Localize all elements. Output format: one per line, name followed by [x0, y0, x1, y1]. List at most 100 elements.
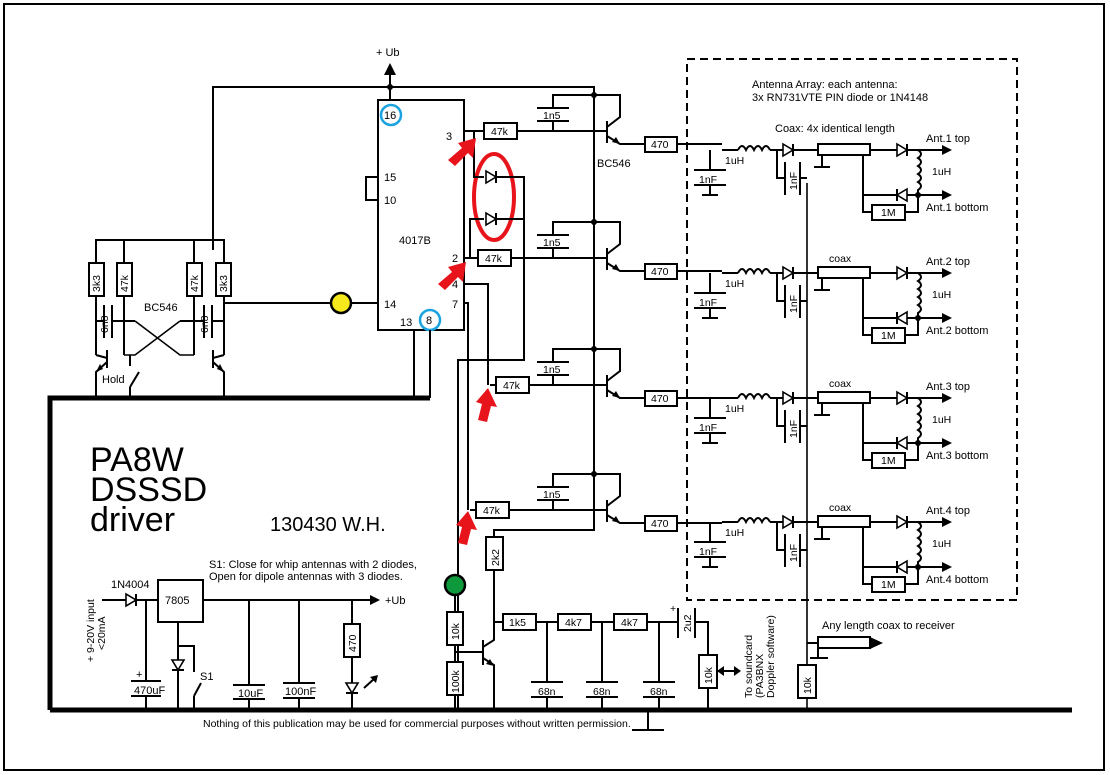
supply-arrow	[384, 63, 396, 75]
led-resistor-label: 470	[347, 634, 359, 652]
rx-arrow	[870, 637, 883, 649]
coil-label: 1uH	[932, 166, 951, 178]
pin-10: 10	[384, 195, 396, 207]
cap-10uf-label: 10uF	[238, 688, 263, 700]
svg-text:47k: 47k	[119, 274, 131, 292]
coax-label: coax	[829, 253, 852, 265]
coax-label: coax	[829, 502, 852, 514]
ground-bus-left	[47, 395, 430, 710]
hold-switch[interactable]	[129, 371, 140, 388]
shunt-cap-label: 1nF	[699, 422, 717, 434]
transistor-label: BC546	[597, 158, 631, 170]
vcc-rail	[212, 86, 595, 495]
title-line-3: driver	[90, 501, 175, 539]
pin-diode	[782, 142, 795, 158]
cap-plus: +	[136, 669, 142, 681]
coax	[817, 143, 871, 156]
pin-13: 13	[400, 317, 412, 329]
series-cap-label: 1nF	[788, 295, 800, 313]
svg-text:68n: 68n	[538, 686, 556, 698]
inductor-label: 1uH	[725, 403, 744, 415]
svg-text:47k: 47k	[189, 274, 201, 292]
pin-diode	[782, 514, 795, 530]
page-border	[3, 3, 1105, 771]
diode-label: 1N4004	[111, 579, 150, 591]
shunt-cap-label: 1nF	[699, 297, 717, 309]
supply-label: + Ub	[376, 47, 400, 59]
pin15-10-link	[365, 176, 378, 201]
res-1m-label: 1M	[881, 579, 896, 591]
r-2k2-label: 2k2	[490, 549, 502, 566]
wire	[178, 645, 195, 672]
inductor-label: 1uH	[725, 527, 744, 539]
pin-diode	[782, 265, 795, 281]
regulator-label: 7805	[165, 595, 189, 607]
antenna-top-label: Ant.1 top	[926, 133, 970, 145]
coil	[916, 521, 922, 567]
cap-label: 1n5	[543, 364, 561, 376]
cap-label: 1n5	[543, 237, 561, 249]
cross-coupling	[124, 320, 181, 356]
res-1m-label: 1M	[881, 455, 896, 467]
antenna-top-label: Ant.4 top	[926, 505, 970, 517]
series-cap-label: 1nF	[788, 420, 800, 438]
pin-4: 4	[452, 279, 458, 291]
soundcard-label-3: Doppler software)	[765, 615, 777, 698]
antenna-top-label: Ant.2 top	[926, 256, 970, 268]
mv-top	[95, 239, 225, 263]
base-resistor-label: 47k	[491, 126, 509, 138]
svg-text:2u2: 2u2	[682, 614, 694, 632]
rc-filter: 1k5 4k7 4k7 68n 68n 68n + 2u2 10k	[502, 603, 741, 710]
emitter-resistor-label: 470	[651, 518, 669, 530]
clock-node-yellow	[329, 291, 353, 315]
coil-label: 1uH	[932, 414, 951, 426]
ic-4017b	[377, 99, 465, 331]
coax-note: Coax: 4x identical length	[775, 123, 895, 135]
switch-s1[interactable]	[193, 682, 202, 697]
r-100k-label: 100k	[450, 669, 462, 693]
s1-note-2: Open for dipole antennas with 3 diodes.	[209, 571, 403, 583]
highlight-arrows	[438, 138, 497, 545]
pin-14: 14	[384, 299, 396, 311]
inductor	[737, 268, 771, 276]
pin16-highlight	[379, 103, 403, 127]
title-line-2: DSSSD	[90, 471, 207, 509]
date-author: 130430 W.H.	[270, 514, 386, 536]
svg-text:6n8: 6n8	[199, 315, 211, 333]
led	[344, 682, 360, 695]
s1-note-1: S1: Close for whip antennas with 2 diode…	[209, 559, 417, 571]
footer-notice: Nothing of this publication may be used …	[203, 718, 631, 730]
coax	[817, 266, 871, 279]
coil	[916, 149, 922, 195]
r-10k-label: 10k	[450, 622, 462, 640]
input-label-2: <20mA	[96, 616, 108, 650]
coil	[916, 397, 922, 443]
inductor-label: 1uH	[725, 278, 744, 290]
base-resistor-label: 47k	[485, 253, 503, 265]
pin-8: 8	[426, 315, 432, 327]
driver-stages: 47k1n5BC54647047k1n547047k1n547047k1n547…	[470, 92, 722, 532]
emitter-resistor-label: 470	[651, 139, 669, 151]
ub-arrow	[370, 595, 380, 605]
coax	[817, 515, 871, 528]
audio-node-green	[443, 573, 467, 597]
coil-label: 1uH	[932, 289, 951, 301]
emitter-resistor-label: 470	[651, 266, 669, 278]
mv-resistors: 3k3 47k 47k 3k3	[88, 262, 232, 297]
coil-label: 1uH	[932, 538, 951, 550]
hold-label: Hold	[102, 374, 125, 386]
array-note-2: 3x RN731VTE PIN diode or 1N4148	[752, 92, 928, 104]
inductor	[737, 393, 771, 401]
coax	[817, 391, 871, 404]
cap-100nf-label: 100nF	[285, 686, 316, 698]
svg-text:68n: 68n	[650, 686, 668, 698]
svg-text:68n: 68n	[593, 686, 611, 698]
shunt-cap-label: 1nF	[699, 546, 717, 558]
cap-label: 1n5	[543, 489, 561, 501]
pin-2: 2	[452, 253, 458, 265]
soundcard-label-1: To soundcard	[743, 635, 755, 698]
